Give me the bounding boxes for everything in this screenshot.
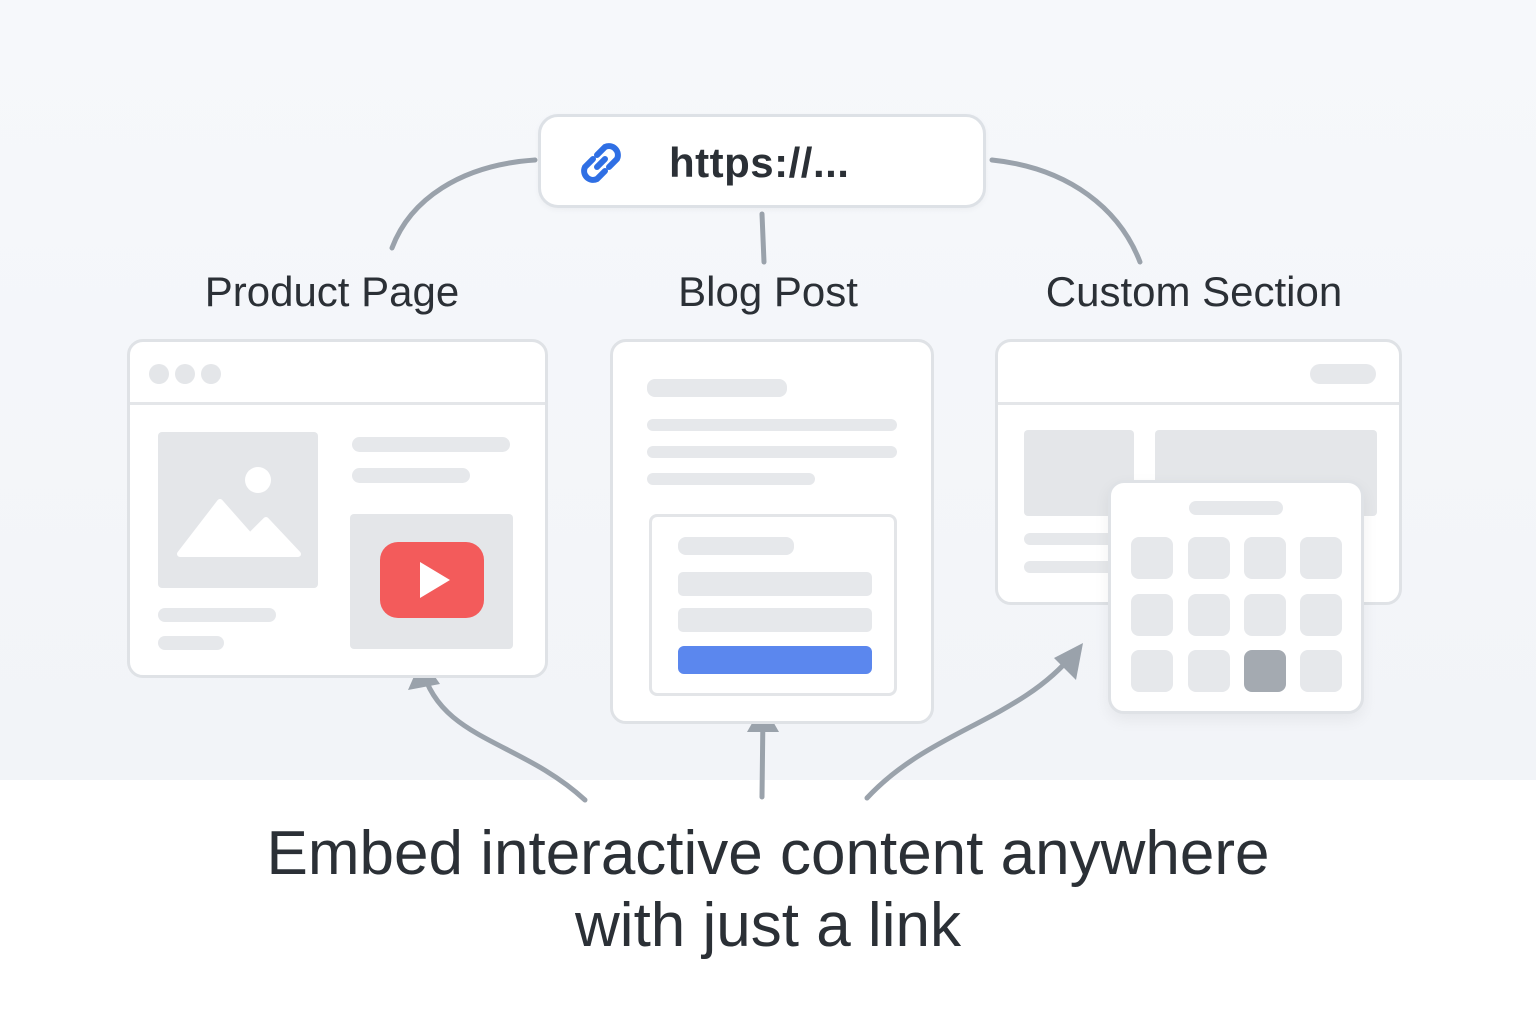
calendar-day[interactable] xyxy=(1188,650,1230,692)
calendar-day[interactable] xyxy=(1131,594,1173,636)
window-dot xyxy=(175,364,195,384)
calendar-title xyxy=(1189,501,1283,515)
headline: Embed interactive content anywhere with … xyxy=(0,818,1536,962)
headline-line-2: with just a link xyxy=(575,891,961,960)
headline-line-1: Embed interactive content anywhere xyxy=(266,819,1270,888)
calendar-day[interactable] xyxy=(1188,537,1230,579)
calendar-day[interactable] xyxy=(1131,537,1173,579)
arrowhead-custom xyxy=(1054,643,1083,680)
text-line xyxy=(352,437,510,452)
url-text: https://... xyxy=(669,139,850,186)
form-input[interactable] xyxy=(678,572,872,596)
calendar-day[interactable] xyxy=(1244,594,1286,636)
form-input[interactable] xyxy=(678,608,872,632)
label-product-page: Product Page xyxy=(204,268,460,315)
text-line xyxy=(1024,533,1120,545)
product-page-card xyxy=(127,339,548,678)
text-line xyxy=(352,468,470,483)
arrow-to-product-shaft xyxy=(419,665,588,803)
embedded-form xyxy=(649,514,897,696)
window-dot xyxy=(149,364,169,384)
link-icon xyxy=(581,143,621,183)
connector-url-to-blog xyxy=(759,211,767,265)
blog-post-card xyxy=(610,339,934,724)
calendar-day[interactable] xyxy=(1300,537,1342,579)
connector-url-to-custom xyxy=(989,157,1143,265)
window-dot xyxy=(201,364,221,384)
calendar-day[interactable] xyxy=(1244,537,1286,579)
text-line xyxy=(158,608,276,622)
label-custom-section: Custom Section xyxy=(1045,268,1343,315)
calendar-day[interactable] xyxy=(1131,650,1173,692)
image-placeholder-icon xyxy=(177,467,301,557)
video-embed[interactable] xyxy=(350,514,513,649)
calendar-day-selected[interactable] xyxy=(1244,650,1286,692)
calendar-day[interactable] xyxy=(1188,594,1230,636)
header-pill xyxy=(1310,364,1376,384)
arrow-to-custom-shaft xyxy=(864,650,1077,801)
text-line xyxy=(1024,561,1120,573)
text-line xyxy=(647,419,897,431)
label-blog-post: Blog Post xyxy=(678,268,858,315)
text-line xyxy=(158,636,224,650)
calendar-day[interactable] xyxy=(1300,650,1342,692)
text-line xyxy=(647,473,815,485)
window-divider xyxy=(130,402,545,405)
url-input-box[interactable]: https://... xyxy=(538,114,986,208)
play-icon[interactable] xyxy=(350,514,513,649)
text-line xyxy=(647,379,787,397)
calendar-day[interactable] xyxy=(1300,594,1342,636)
form-submit-button[interactable] xyxy=(678,646,872,674)
image-placeholder xyxy=(158,432,318,588)
connector-url-to-product xyxy=(389,157,538,251)
form-title xyxy=(678,537,794,555)
window-divider xyxy=(998,402,1399,405)
text-line xyxy=(647,446,897,458)
calendar-widget[interactable] xyxy=(1108,480,1364,714)
